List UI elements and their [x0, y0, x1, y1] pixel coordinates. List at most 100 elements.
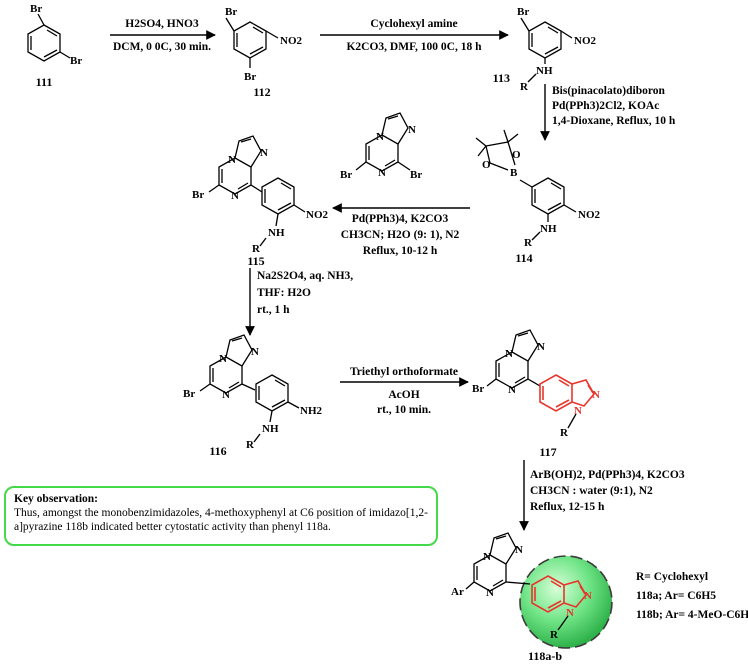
- atom-nh2-116: NH2: [300, 405, 323, 417]
- step-2: Cyclohexyl amine K2CO3, DMF, 100 0C, 18 …: [320, 18, 509, 53]
- step2-reagent: Cyclohexyl amine: [370, 18, 457, 30]
- atom-br-111a: Br: [30, 3, 42, 15]
- atom-n-115c: N: [231, 190, 239, 202]
- compound-118: N N N Ar N N R 118a-b: [451, 532, 613, 663]
- compound-116: N N N Br NH2 NH R 116: [183, 334, 323, 458]
- atom-n-reagent-b: N: [408, 124, 416, 136]
- atom-r-117: R: [560, 427, 569, 439]
- atom-br-reagent-b: Br: [410, 169, 422, 181]
- atom-r-115: R: [252, 243, 261, 255]
- compound-label-115: 115: [247, 254, 264, 268]
- atom-n-117a: N: [505, 348, 513, 360]
- atom-n-reagent-c: N: [378, 167, 386, 179]
- atom-n-118e: N: [566, 607, 574, 619]
- legend-118a-definition: 118a; Ar= C6H5: [636, 590, 716, 602]
- compound-label-113: 113: [493, 71, 510, 85]
- step-3: Bis(pinacolato)diboron Pd(PPh3)2Cl2, KOA…: [540, 84, 676, 141]
- atom-o-114a: O: [482, 159, 491, 171]
- atom-n-118a: N: [483, 551, 491, 563]
- atom-no2-112: NO2: [280, 35, 303, 47]
- atom-n-115b: N: [260, 147, 268, 159]
- compound-label-116: 116: [209, 444, 226, 458]
- step2-conditions: K2CO3, DMF, 100 0C, 18 h: [346, 41, 482, 53]
- key-observation-text: Thus, amongst the monobenzimidazoles, 4-…: [14, 507, 428, 533]
- compound-117: N N N Br N N R 117: [472, 329, 600, 459]
- atom-no2-114: NO2: [578, 209, 601, 221]
- atom-r-114: R: [524, 237, 533, 249]
- step6-line2: rt., 10 min.: [377, 404, 431, 416]
- atom-r-118: R: [550, 629, 559, 641]
- atom-br-117: Br: [472, 383, 484, 395]
- step3-line2: Pd(PPh3)2Cl2, KOAc: [552, 100, 659, 112]
- atom-n-117e: N: [574, 405, 582, 417]
- step4-line3: Reflux, 10-12 h: [363, 245, 438, 257]
- legend-r-definition: R= Cyclohexyl: [636, 571, 708, 583]
- step1-conditions: DCM, 0 0C, 30 min.: [113, 41, 211, 53]
- atom-n-116c: N: [222, 389, 230, 401]
- atom-n-reagent-a: N: [376, 131, 384, 143]
- atom-ar-118: Ar: [451, 586, 464, 598]
- atom-br-113: Br: [517, 6, 529, 18]
- atom-br-115: Br: [192, 189, 204, 201]
- atom-n-118b: N: [515, 544, 523, 556]
- step-1: H2SO4, HNO3 DCM, 0 0C, 30 min.: [110, 18, 216, 53]
- compound-label-111: 111: [36, 75, 53, 89]
- atom-n-117b: N: [537, 341, 545, 353]
- step7-line1: ArB(OH)2, Pd(PPh3)4, K2CO3: [530, 469, 685, 481]
- atom-n-116a: N: [219, 353, 227, 365]
- step6-reagent: Triethyl orthoformate: [350, 366, 458, 378]
- compound-label-112: 112: [253, 85, 270, 99]
- key-observation-box: Key observation: Thus, amongst the monob…: [4, 486, 438, 546]
- atom-br-116: Br: [183, 388, 195, 400]
- substituent-legend: R= Cyclohexyl 118a; Ar= C6H5 118b; Ar= 4…: [636, 571, 748, 621]
- compound-111: Br Br 111: [27, 3, 82, 89]
- compound-label-118: 118a-b: [528, 649, 562, 663]
- step6-line1: AcOH: [388, 389, 419, 401]
- atom-n-118c: N: [486, 587, 494, 599]
- atom-n-117d: N: [592, 389, 600, 401]
- atom-nh-116: NH: [262, 423, 279, 435]
- atom-o-114b: O: [512, 149, 521, 161]
- atom-nh-115: NH: [268, 227, 285, 239]
- step5-line2: THF: H2O: [257, 287, 311, 299]
- compound-label-114: 114: [515, 251, 532, 265]
- highlight-sphere: [519, 555, 613, 649]
- atom-br-112a: Br: [225, 6, 237, 18]
- step7-line2: CH3CN : water (9:1), N2: [530, 485, 653, 497]
- step1-reagent: H2SO4, HNO3: [125, 18, 199, 30]
- step-5: Na2S2O4, aq. NH3, THF: H2O rt., 1 h: [245, 268, 353, 336]
- atom-no2-115: NO2: [306, 209, 329, 221]
- step3-line3: 1,4-Dioxane, Reflux, 10 h: [552, 115, 676, 127]
- step7-line3: Reflux, 12-15 h: [530, 501, 605, 513]
- legend-118b-definition: 118b; Ar= 4-MeO-C6H4: [636, 609, 748, 621]
- compound-113: Br NO2 NH R 113: [493, 6, 597, 93]
- atom-nh-114: NH: [540, 223, 557, 235]
- compound-label-117: 117: [539, 445, 556, 459]
- step5-line3: rt., 1 h: [257, 304, 290, 316]
- step-7: ArB(OH)2, Pd(PPh3)4, K2CO3 CH3CN : water…: [519, 460, 685, 531]
- step5-line1: Na2S2O4, aq. NH3,: [257, 270, 353, 282]
- compound-115: N N N Br NO2 NH R 115: [192, 135, 329, 268]
- atom-no2-113: NO2: [574, 35, 597, 47]
- atom-br-reagent-a: Br: [340, 169, 352, 181]
- atom-r-116: R: [246, 439, 255, 451]
- atom-n-117c: N: [508, 384, 516, 396]
- atom-nh-113: NH: [536, 65, 553, 77]
- atom-n-118d: N: [584, 590, 592, 602]
- step-4: Pd(PPh3)4, K2CO3 CH3CN; H2O (9: 1), N2 R…: [332, 203, 470, 257]
- step-6: Triethyl orthoformate AcOH rt., 10 min.: [340, 366, 469, 416]
- compound-114: B O O NO2 NH R 114: [475, 129, 601, 265]
- compound-112: Br NO2 Br 112: [225, 6, 303, 99]
- dibromo-imidazopyrazine: N N N Br Br: [340, 112, 422, 181]
- atom-br-111b: Br: [70, 55, 82, 67]
- key-observation-title: Key observation:: [14, 493, 99, 505]
- step4-line1: Pd(PPh3)4, K2CO3: [352, 213, 449, 225]
- atom-n-115a: N: [228, 154, 236, 166]
- step4-line2: CH3CN; H2O (9: 1), N2: [341, 229, 460, 241]
- atom-b-114: B: [510, 167, 518, 179]
- atom-n-116b: N: [251, 346, 259, 358]
- step3-line1: Bis(pinacolato)diboron: [552, 85, 665, 97]
- atom-br-112b: Br: [244, 71, 256, 83]
- atom-r-113: R: [520, 81, 529, 93]
